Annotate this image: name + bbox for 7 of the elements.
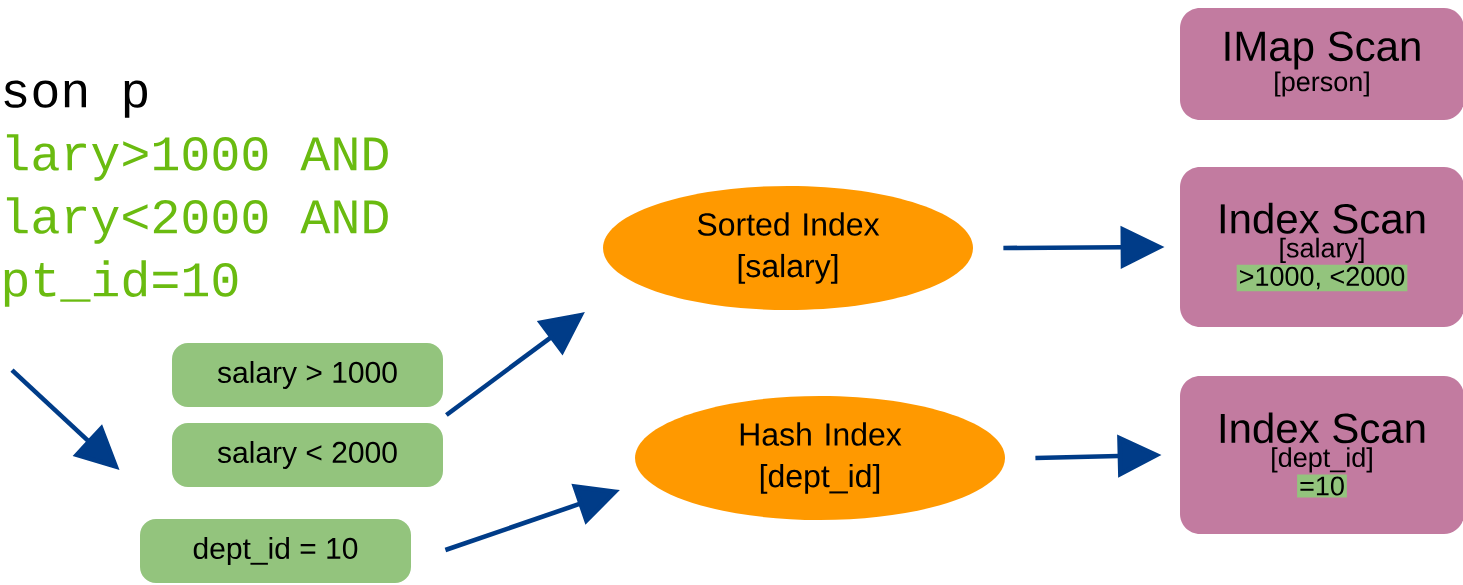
condition-box: dept_id = 10 bbox=[140, 519, 411, 583]
scan-box: Index Scan [dept_id] =10 bbox=[1180, 376, 1463, 534]
condition-box: salary > 1000 bbox=[172, 343, 443, 407]
scan-box: Index Scan [salary] >1000, <2000 bbox=[1180, 167, 1463, 327]
scan-box: IMap Scan [person] bbox=[1180, 8, 1463, 120]
code-text: son p lary>1000 AND lary<2000 AND pt_id=10 bbox=[4, 80, 388, 307]
condition-box: salary < 2000 bbox=[172, 423, 443, 487]
